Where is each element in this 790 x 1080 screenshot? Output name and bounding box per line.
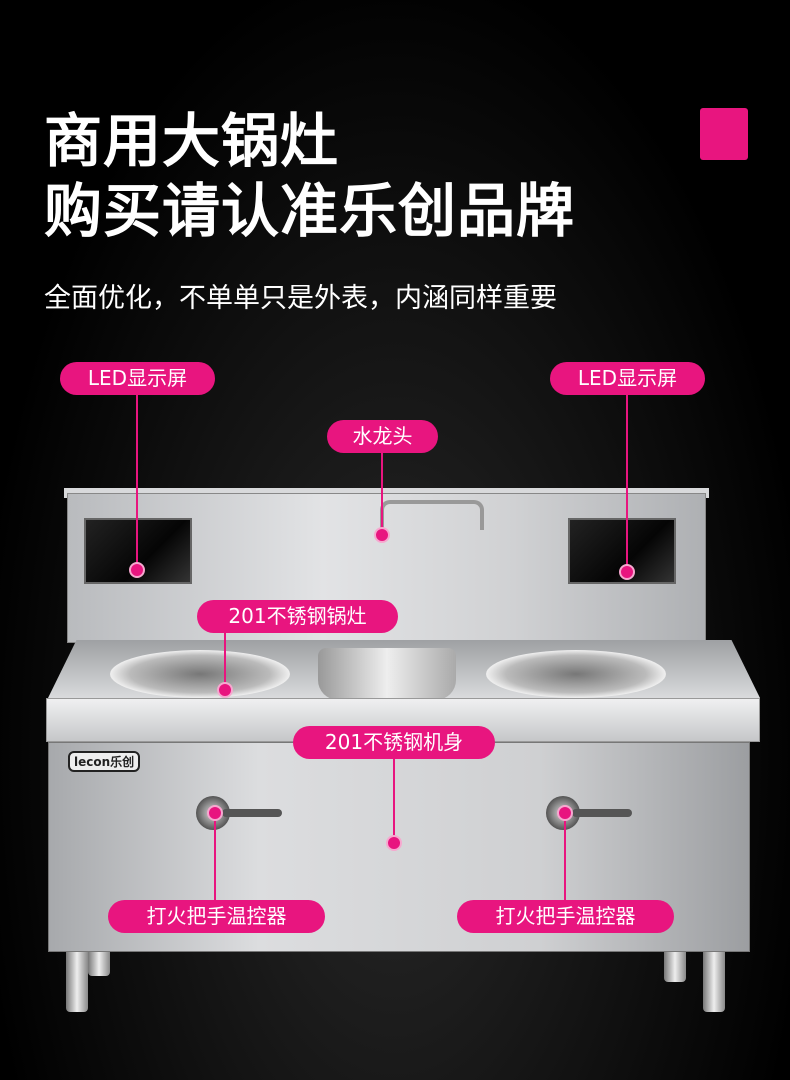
callout-line xyxy=(626,394,628,572)
handle-right xyxy=(572,809,632,817)
headline-line2: 购买请认准乐创品牌 xyxy=(44,177,576,245)
subtitle: 全面优化，不单单只是外表，内涵同样重要 xyxy=(44,283,557,314)
headline-line1: 商用大锅灶 xyxy=(44,107,340,175)
callout-dot xyxy=(386,835,402,851)
leg xyxy=(703,952,725,1012)
callout-line xyxy=(564,813,566,900)
callout-dot xyxy=(129,562,145,578)
callout-dot xyxy=(374,527,390,543)
brand-logo: lecon乐创 xyxy=(68,751,141,772)
accent-square xyxy=(700,108,748,160)
callout-dot xyxy=(619,564,635,580)
leg xyxy=(66,952,88,1012)
callout-dot xyxy=(207,805,223,821)
callout-body: 201不锈钢机身 xyxy=(293,726,495,759)
callout-line xyxy=(214,813,216,900)
callout-line xyxy=(393,758,395,843)
wok-left xyxy=(110,650,290,698)
callout-dot xyxy=(557,805,573,821)
callout-led-right: LED显示屏 xyxy=(550,362,705,395)
callout-line xyxy=(136,394,138,570)
callout-knob-left: 打火把手温控器 xyxy=(108,900,325,933)
callout-line xyxy=(381,452,383,535)
handle-left xyxy=(222,809,282,817)
faucet xyxy=(380,500,484,530)
callout-dot xyxy=(217,682,233,698)
callout-faucet: 水龙头 xyxy=(327,420,438,453)
center-pot xyxy=(318,648,456,700)
callout-line xyxy=(224,632,226,690)
callout-knob-right: 打火把手温控器 xyxy=(457,900,674,933)
leg xyxy=(664,952,686,982)
callout-led-left: LED显示屏 xyxy=(60,362,215,395)
wok-right xyxy=(486,650,666,698)
callout-stove: 201不锈钢锅灶 xyxy=(197,600,398,633)
leg xyxy=(88,952,110,976)
